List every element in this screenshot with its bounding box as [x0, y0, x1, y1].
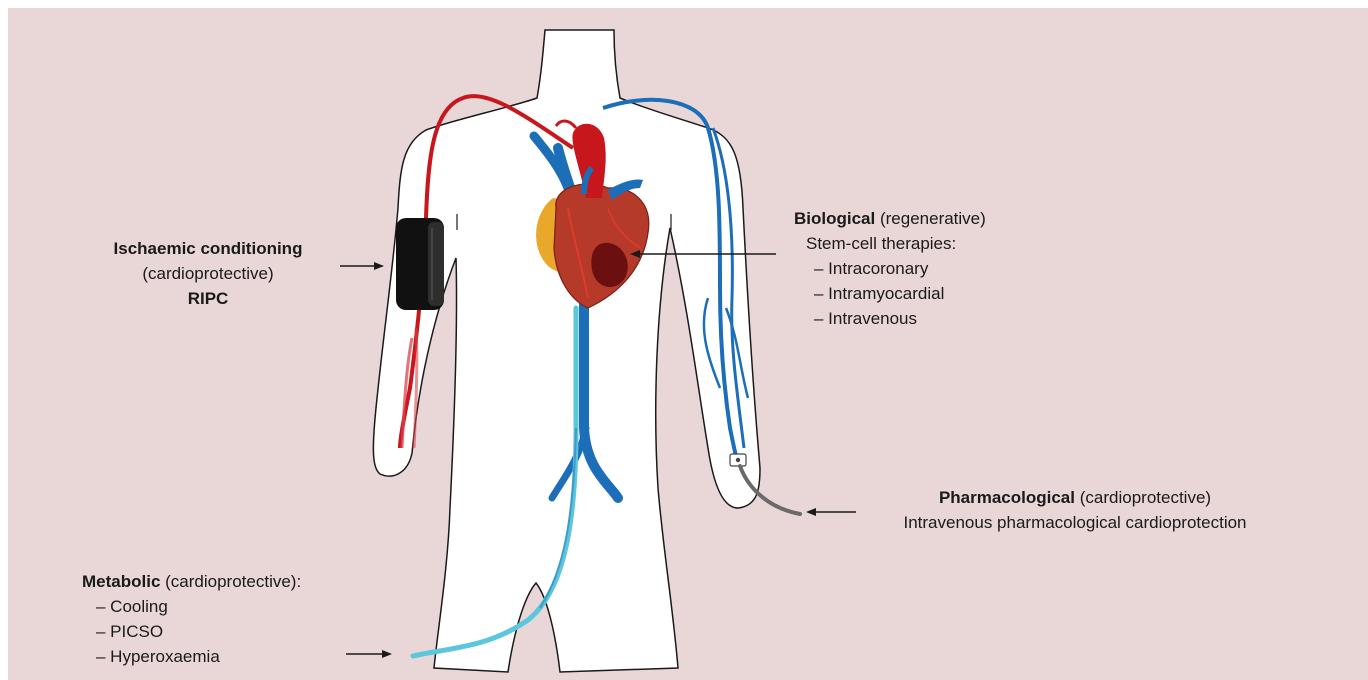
ischaemic-abbr: RIPC — [188, 289, 229, 308]
arrow-ischaemic — [340, 262, 384, 270]
label-ischaemic: Ischaemic conditioning (cardioprotective… — [78, 236, 338, 311]
label-metabolic: Metabolic (cardioprotective): – Cooling … — [82, 569, 301, 669]
pharmacological-line1: Intravenous pharmacological cardioprotec… — [850, 510, 1300, 535]
biological-line1: Stem-cell therapies: — [794, 231, 986, 256]
biological-title: Biological — [794, 209, 875, 228]
ischaemic-title: Ischaemic conditioning — [114, 239, 303, 258]
biological-qualifier: (regenerative) — [880, 209, 986, 228]
body-silhouette — [373, 30, 760, 672]
arrow-metabolic — [346, 650, 392, 658]
biological-item: – Intramyocardial — [794, 281, 986, 306]
metabolic-item: – Cooling — [82, 594, 301, 619]
metabolic-qualifier: (cardioprotective): — [165, 572, 301, 591]
metabolic-title: Metabolic — [82, 572, 160, 591]
blood-pressure-cuff-icon — [396, 218, 444, 310]
label-biological: Biological (regenerative) Stem-cell ther… — [794, 206, 986, 331]
ischaemic-subtitle: (cardioprotective) — [78, 261, 338, 286]
biological-item: – Intracoronary — [794, 256, 986, 281]
diagram-canvas: Ischaemic conditioning (cardioprotective… — [8, 8, 1368, 680]
label-pharmacological: Pharmacological (cardioprotective) Intra… — [850, 485, 1300, 535]
metabolic-item: – PICSO — [82, 619, 301, 644]
pharmacological-title: Pharmacological — [939, 488, 1075, 507]
metabolic-item: – Hyperoxaemia — [82, 644, 301, 669]
biological-item: – Intravenous — [794, 306, 986, 331]
pharmacological-qualifier: (cardioprotective) — [1080, 488, 1211, 507]
arrow-pharmacological — [806, 508, 856, 516]
